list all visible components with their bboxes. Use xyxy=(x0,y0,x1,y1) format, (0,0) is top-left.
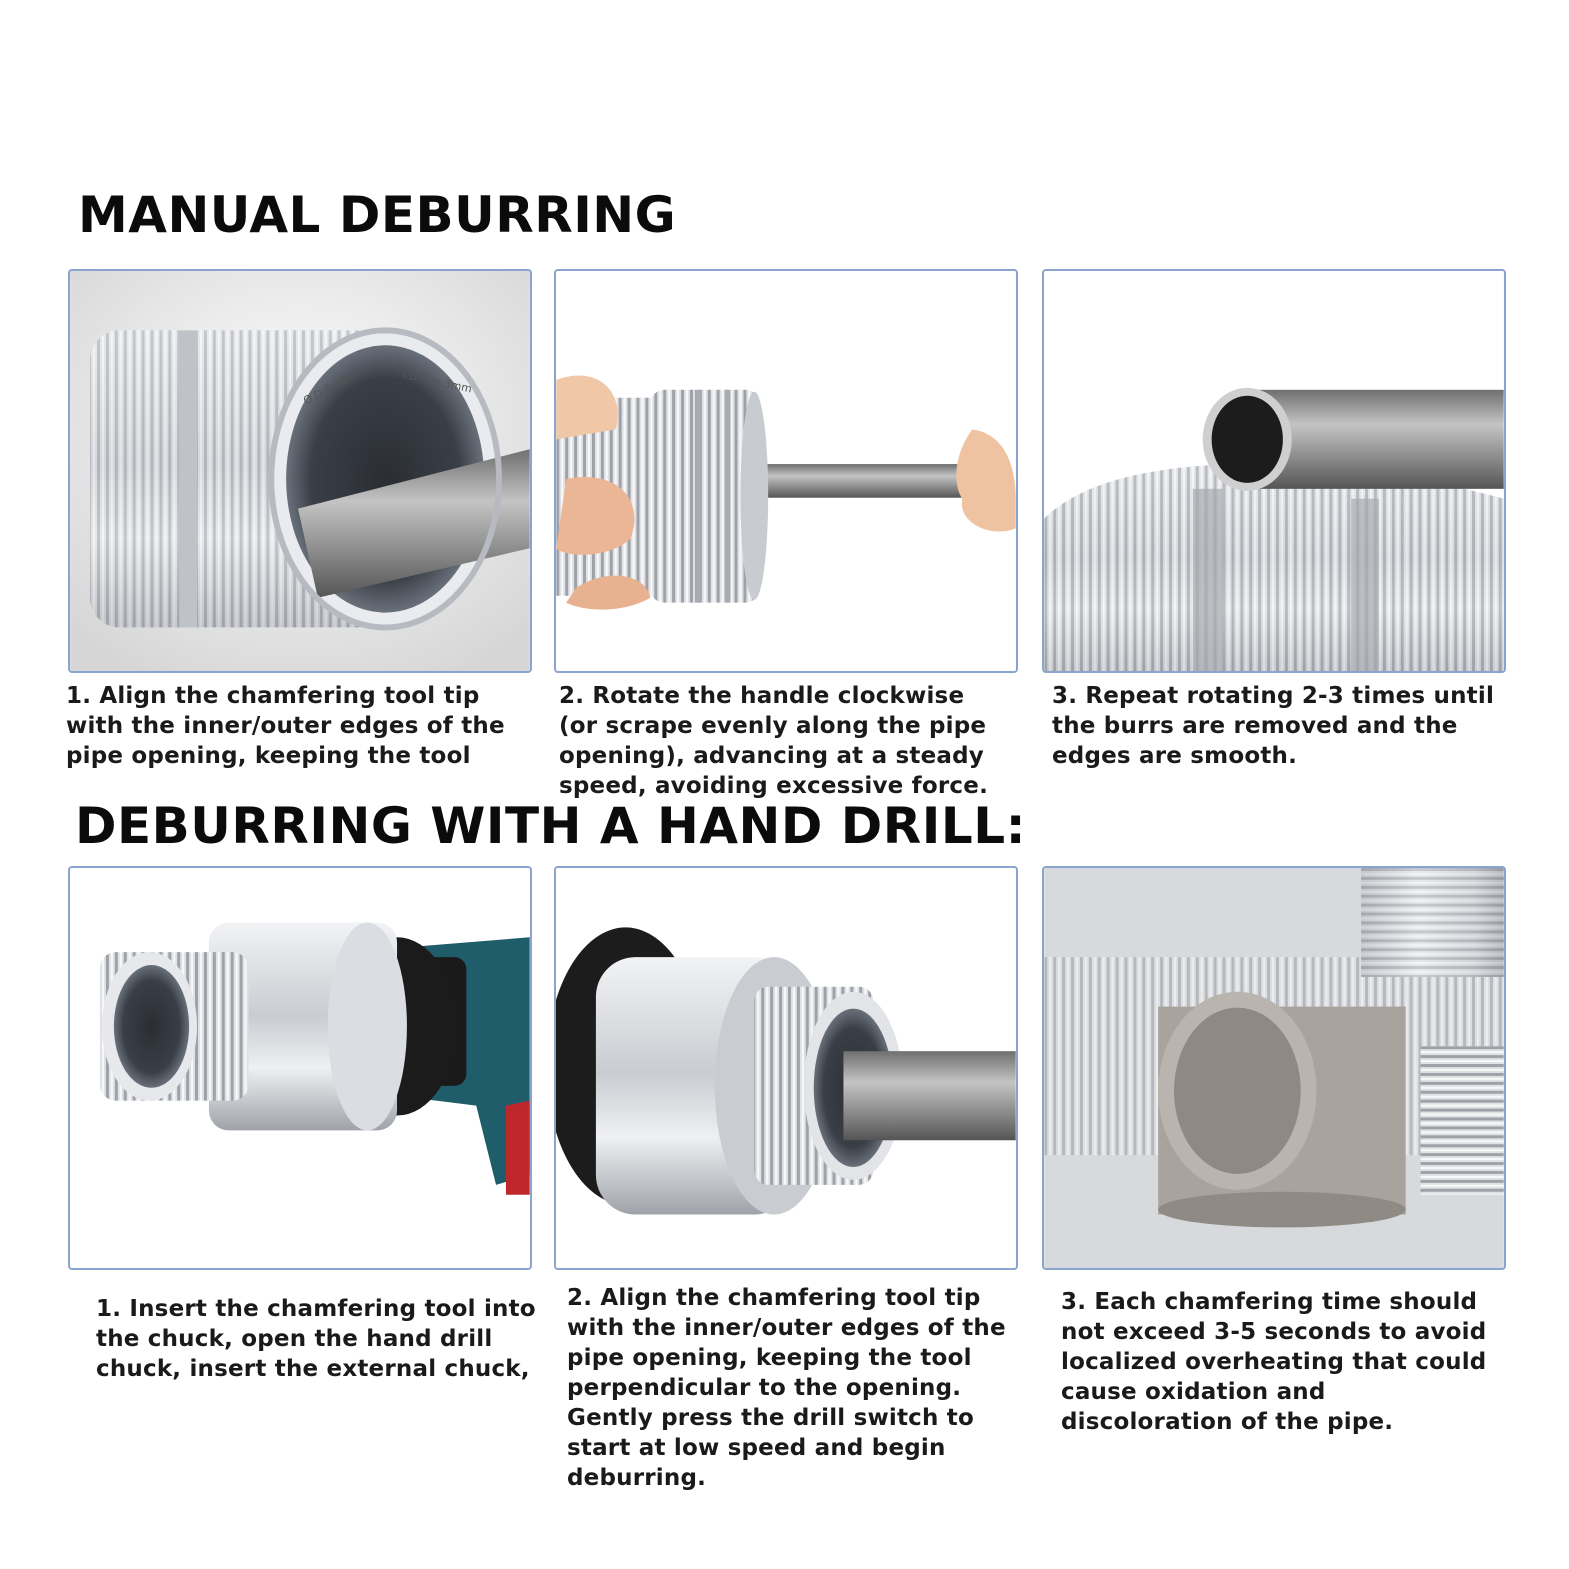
step-image-manual-2 xyxy=(554,269,1018,673)
step-image-manual-1: O.D.6-36mm I.D.min 3mm xyxy=(68,269,532,673)
step-image-drill-1 xyxy=(68,866,532,1270)
section-heading-manual: MANUAL DEBURRING xyxy=(78,186,677,244)
step-caption-manual-3: 3. Repeat rotating 2-3 times until the b… xyxy=(1052,683,1495,769)
step-caption-drill-3: 3. Each chamfering time should not excee… xyxy=(1061,1289,1487,1435)
finished-pipe-end-illustration xyxy=(1044,868,1504,1268)
step-image-drill-2 xyxy=(554,866,1018,1270)
tool-in-drill-chuck-illustration xyxy=(70,868,530,1268)
step-image-drill-3 xyxy=(1042,866,1506,1270)
hand-rotating-tool-illustration xyxy=(556,271,1016,671)
step-caption-drill-1: 1. Insert the chamfering tool into the c… xyxy=(96,1296,536,1382)
step-image-manual-3 xyxy=(1042,269,1506,673)
section-heading-drill: DEBURRING WITH A HAND DRILL: xyxy=(75,797,1027,855)
drill-deburring-pipe-illustration xyxy=(556,868,1016,1268)
step-caption-manual-2: 2. Rotate the handle clockwise (or scrap… xyxy=(559,683,989,799)
step-caption-drill-2: 2. Align the chamfering tool tip with th… xyxy=(567,1285,1006,1491)
tool-inserted-pipe-illustration: O.D.6-36mm I.D.min 3mm xyxy=(70,271,530,671)
step-caption-manual-1: 1. Align the chamfering tool tip with th… xyxy=(66,683,505,769)
pipe-on-tool-illustration xyxy=(1044,271,1504,671)
